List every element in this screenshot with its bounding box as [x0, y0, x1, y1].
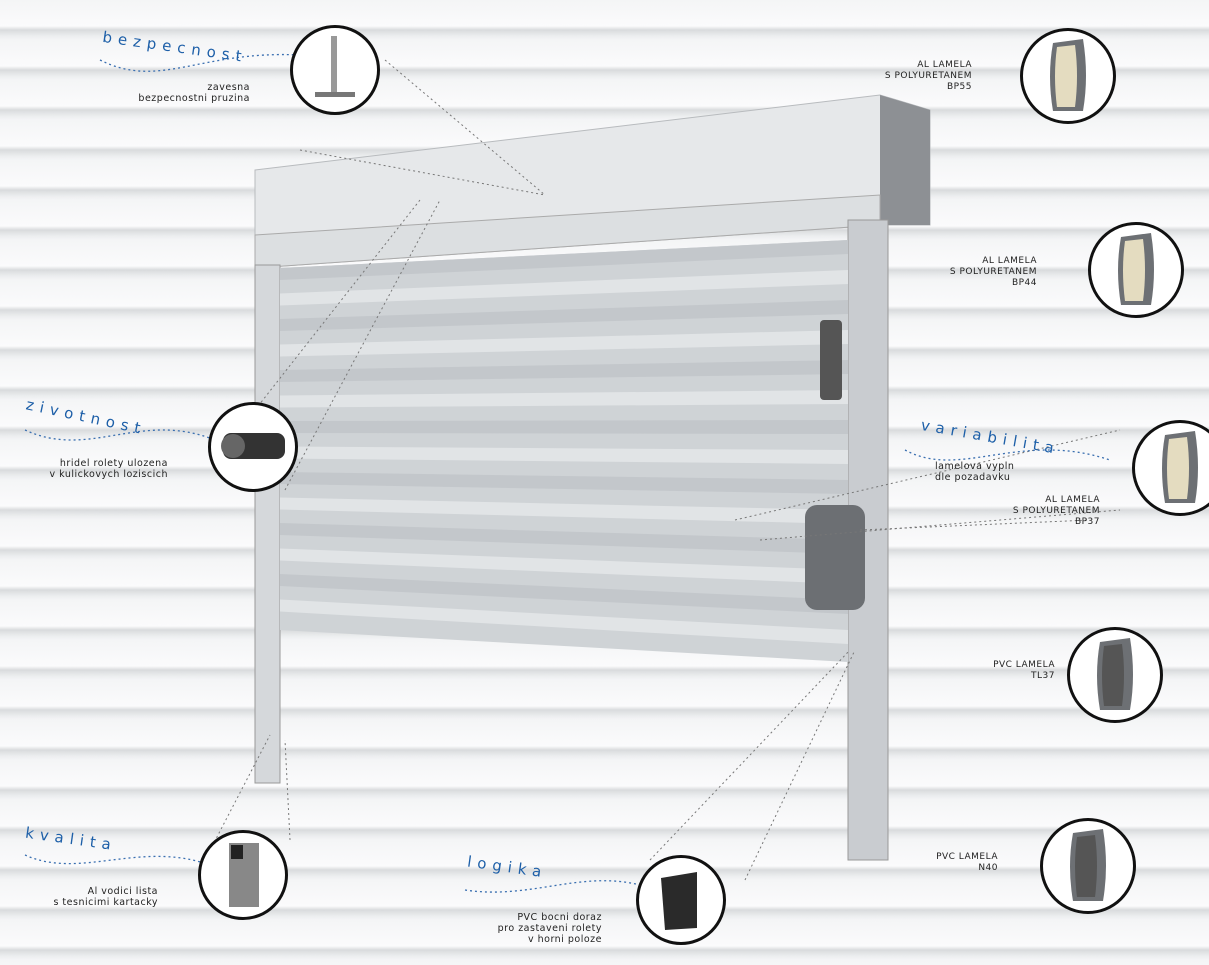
slat-label-line: AL LAMELA [917, 60, 972, 70]
left-guide-rail [254, 264, 281, 784]
curtain-slat [280, 420, 848, 434]
curtain-slat [280, 300, 848, 331]
slat-label-line: S POLYURETANEM [884, 71, 972, 81]
slat-label-line: BP37 [1074, 517, 1100, 527]
curtain-slat [280, 360, 848, 382]
curtain-slat [280, 270, 848, 306]
curtain-slat [280, 548, 848, 584]
crank-handle [820, 320, 842, 400]
slat-label-line: N40 [978, 863, 998, 873]
slat-label-line: S POLYURETANEM [949, 267, 1037, 277]
slat-label-line: S POLYURETANEM [1012, 506, 1100, 516]
caption-line: zavesna [207, 82, 250, 93]
slat-sample-circle [1067, 627, 1163, 723]
curtain-slat [280, 330, 848, 357]
slat-label-line: AL LAMELA [982, 256, 1037, 266]
guide-rail-detail-circle [198, 830, 288, 920]
slat-label-line: AL LAMELA [1045, 495, 1100, 505]
slat-sample-circle [1088, 222, 1184, 318]
caption-line: Al vodici lista [87, 886, 158, 897]
caption-line: s tesnicimi kartacky [53, 897, 158, 908]
caption-line: v kulickovych loziscich [49, 469, 168, 480]
curtain-slat [280, 497, 848, 524]
curtain-slat [280, 523, 848, 554]
curtain-slat [280, 599, 848, 644]
slat-sample-circle [1040, 818, 1136, 914]
caption-line: hridel rolety ulozena [59, 458, 168, 469]
caption-line: bezpecnostni pruzina [138, 93, 250, 104]
caption-line: lamelova vypln [935, 461, 1015, 472]
caption-line: pro zastaveni rolety [497, 923, 602, 934]
roller-curtain [280, 240, 848, 662]
caption-line: PVC bocni doraz [517, 912, 602, 923]
spring-detail-circle [290, 25, 380, 115]
curtain-slat [280, 240, 848, 280]
curtain-slat [280, 472, 848, 494]
motor-unit [805, 505, 865, 610]
slat-sample-circle [1020, 28, 1116, 124]
slat-label-line: BP44 [1011, 278, 1037, 288]
slat-label-line: TL37 [1031, 671, 1055, 681]
stopper-detail-circle [636, 855, 726, 945]
caption-line: dle pozadavku [935, 472, 1011, 483]
curtain-slat [280, 446, 848, 464]
slat-sample-circle [1132, 420, 1209, 516]
caption-line: v horni poloze [527, 934, 602, 945]
slat-label-line: BP55 [946, 82, 972, 92]
slat-label-line: PVC LAMELA [993, 660, 1055, 670]
curtain-slat [280, 574, 848, 614]
slat-label-line: PVC LAMELA [936, 852, 998, 862]
curtain-slat [280, 390, 848, 408]
shaft-detail-circle [208, 402, 298, 492]
